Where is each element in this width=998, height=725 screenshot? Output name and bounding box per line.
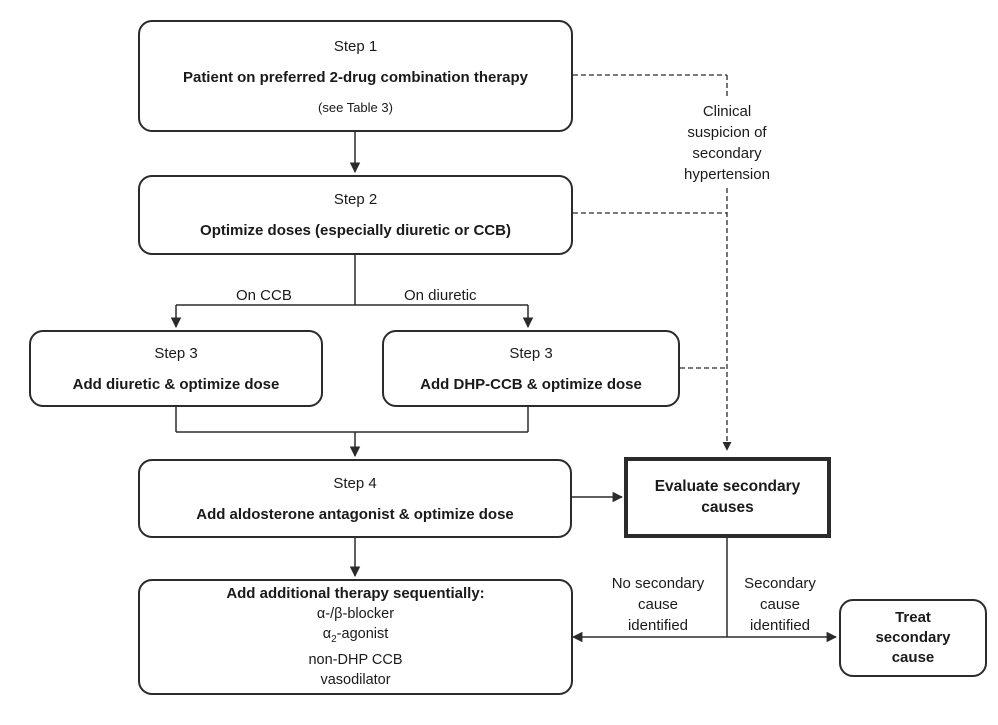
- suspicion-line2: suspicion of: [687, 124, 767, 141]
- step3a-text: Add diuretic & optimize dose: [72, 375, 280, 393]
- no-cause-line1: No secondary: [611, 575, 705, 592]
- suspicion-line1: Clinical: [702, 103, 752, 120]
- yes-cause-line3: identified: [749, 617, 811, 634]
- treat-box: Treat secondary cause: [839, 599, 987, 677]
- branch-label-diuretic: On diuretic: [404, 287, 477, 304]
- suspicion-line3: secondary: [692, 145, 762, 162]
- treat-line2: secondary: [875, 629, 951, 646]
- step1-text: Patient on preferred 2-drug combination …: [182, 68, 529, 86]
- step2-box: Step 2 Optimize doses (especially diuret…: [138, 175, 573, 255]
- yes-cause-label: Secondary cause identified: [730, 573, 830, 636]
- therapy-alpha2-agonist: α2-agonist: [322, 626, 389, 645]
- no-cause-label: No secondary cause identified: [592, 573, 724, 636]
- branch-label-ccb: On CCB: [236, 287, 292, 304]
- additional-therapy-box: Add additional therapy sequentially: α-/…: [138, 579, 573, 695]
- step3a-label: Step 3: [154, 344, 198, 362]
- yes-cause-line1: Secondary: [744, 575, 816, 592]
- therapy-vasodilator: vasodilator: [320, 671, 391, 688]
- step1-label: Step 1: [333, 37, 378, 55]
- step1-box: Step 1 Patient on preferred 2-drug combi…: [138, 20, 573, 132]
- step1-subtext: (see Table 3): [318, 99, 393, 115]
- step3a-box: Step 3 Add diuretic & optimize dose: [29, 330, 323, 407]
- treat-line3: cause: [891, 649, 935, 666]
- yes-cause-line2: cause: [759, 596, 801, 613]
- suspicion-label: Clinical suspicion of secondary hyperten…: [660, 101, 794, 185]
- step4-text: Add aldosterone antagonist & optimize do…: [196, 505, 514, 523]
- therapy-alpha-beta-blocker: α-/β-blocker: [316, 606, 395, 623]
- therapy-non-dhp-ccb: non-DHP CCB: [308, 651, 403, 668]
- no-cause-line3: identified: [627, 617, 689, 634]
- step3b-text: Add DHP-CCB & optimize dose: [420, 375, 642, 393]
- step4-label: Step 4: [333, 474, 377, 492]
- evaluate-line1: Evaluate secondary: [654, 478, 801, 495]
- step2-label: Step 2: [333, 191, 378, 208]
- no-cause-line2: cause: [637, 596, 679, 613]
- step4-box: Step 4 Add aldosterone antagonist & opti…: [138, 459, 572, 538]
- suspicion-line4: hypertension: [684, 166, 770, 183]
- step3b-box: Step 3 Add DHP-CCB & optimize dose: [382, 330, 680, 407]
- step3b-label: Step 3: [509, 344, 553, 362]
- additional-title: Add additional therapy sequentially:: [226, 585, 485, 603]
- treat-line1: Treat: [895, 609, 931, 626]
- evaluate-box: Evaluate secondary causes: [624, 457, 831, 538]
- evaluate-line2: causes: [701, 499, 754, 516]
- step2-text: Optimize doses (especially diuretic or C…: [200, 222, 511, 239]
